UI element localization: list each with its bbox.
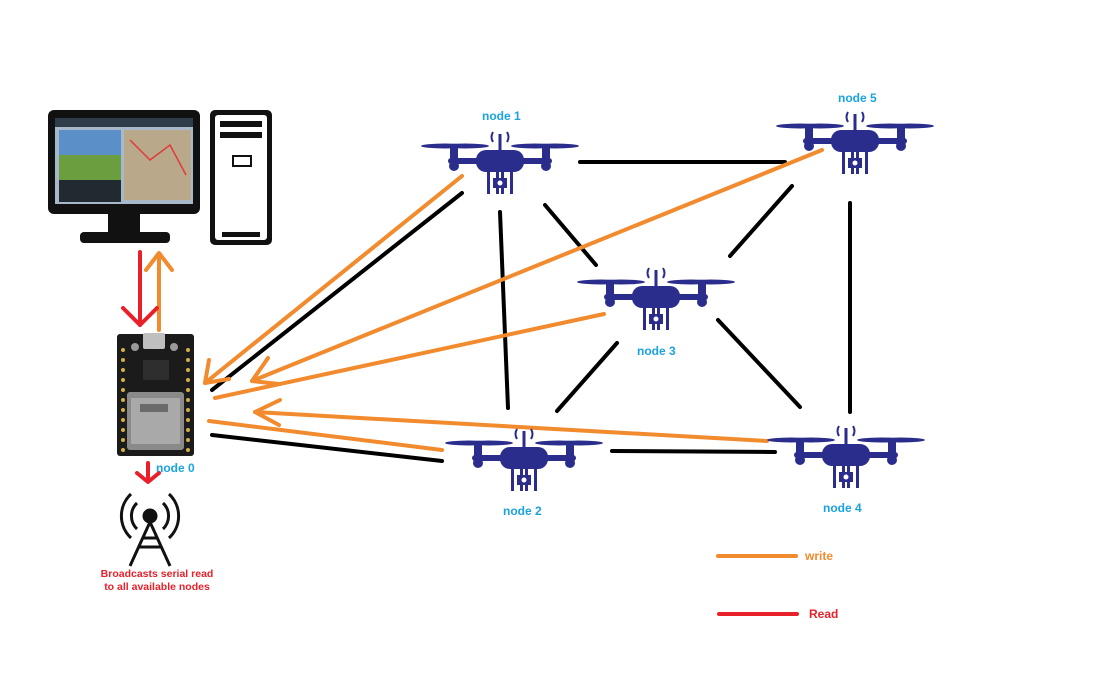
write-arrow-n3 xyxy=(213,312,606,400)
node-2-label: node 2 xyxy=(503,504,542,518)
link-lines xyxy=(210,160,852,463)
write-arrow-n4 xyxy=(253,410,769,443)
write-arrow-n2 xyxy=(207,419,444,452)
link-n0-n2 xyxy=(210,433,444,463)
link-n0-n1 xyxy=(210,191,464,392)
drone-node-1-icon xyxy=(420,131,580,195)
broadcast-caption-line-1: Broadcasts serial read xyxy=(100,568,214,580)
read-arrows xyxy=(121,250,161,484)
drone-node-3-icon xyxy=(576,267,736,331)
link-n3-n4 xyxy=(716,318,802,409)
legend-write-label: write xyxy=(805,549,834,563)
link-n3-n2 xyxy=(555,341,619,413)
desktop-computer-icon xyxy=(48,110,272,245)
broadcast-caption-line-2: to all available nodes xyxy=(104,581,210,593)
link-n1-n2 xyxy=(498,210,510,410)
node-1-label: node 1 xyxy=(482,109,521,123)
node-0-label: node 0 xyxy=(156,461,195,475)
write-arrows xyxy=(144,148,824,452)
drone-node-4-icon xyxy=(766,425,926,489)
esp32-board-icon xyxy=(117,333,194,456)
drone-node-2-icon xyxy=(444,428,604,492)
drone-node-5-icon xyxy=(775,111,935,175)
link-n1-n3 xyxy=(543,203,598,267)
link-n5-n3 xyxy=(728,184,794,258)
node-5-label: node 5 xyxy=(838,91,877,105)
link-n2-n4 xyxy=(610,449,777,454)
broadcast-antenna-icon xyxy=(119,492,181,567)
write-arrow-n5 xyxy=(250,148,824,383)
broadcast-caption: Broadcasts serial read to all available … xyxy=(92,568,222,594)
write-arrow-n1 xyxy=(203,174,464,385)
node-3-label: node 3 xyxy=(637,344,676,358)
legend-read-label: Read xyxy=(809,607,839,621)
node-4-label: node 4 xyxy=(823,501,862,515)
